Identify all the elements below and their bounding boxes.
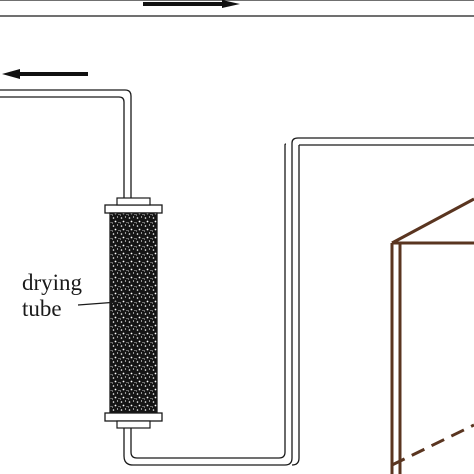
chamber-box bbox=[390, 197, 474, 474]
flow-arrow-right bbox=[143, 0, 240, 8]
drying-tube-bottom-cap bbox=[104, 412, 163, 429]
drying-tube-label-line2: tube bbox=[22, 296, 62, 321]
inlet-tubing bbox=[0, 89, 132, 198]
label-leader-line bbox=[77, 301, 119, 306]
drying-tube-label-line1: drying bbox=[22, 270, 83, 295]
top-pipe bbox=[0, 0, 474, 17]
outlet-tubing bbox=[123, 137, 474, 466]
flow-arrow-left bbox=[2, 69, 88, 79]
drying-tube bbox=[109, 212, 158, 414]
drying-tube-top-cap bbox=[104, 197, 163, 214]
